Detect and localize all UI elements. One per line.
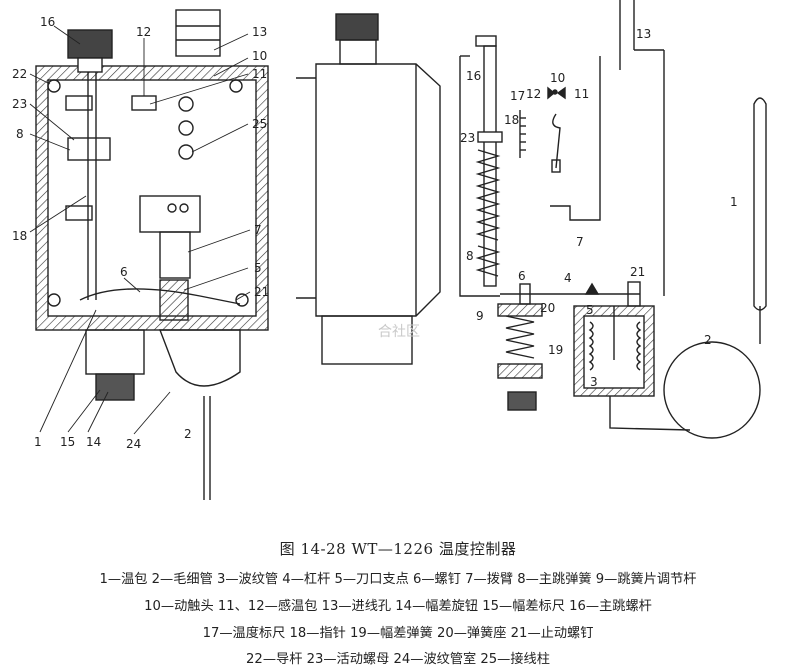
label-15: 15 — [60, 435, 75, 449]
legend-line-2: 10—动触头 11、12—感温包 13—进线孔 14—幅差旋钮 15—幅差标尺 … — [144, 599, 652, 614]
schematic-label-4: 4 — [564, 271, 572, 285]
schematic-label-7: 7 — [576, 235, 584, 249]
side-view — [296, 13, 441, 365]
label-2: 2 — [184, 427, 192, 441]
label-6: 6 — [120, 265, 128, 279]
schematic-label-19: 19 — [548, 343, 563, 357]
leader-lines — [29, 25, 251, 435]
schematic-label-6: 6 — [518, 269, 526, 283]
schematic-label-11: 11 — [574, 87, 589, 101]
label-21: 21 — [254, 285, 269, 299]
label-16: 16 — [40, 15, 55, 29]
label-14: 14 — [86, 435, 101, 449]
temperature-controller-diagram: 16 22 23 8 18 12 13 10 11 25 7 5 21 6 1 … — [12, 0, 767, 500]
label-10: 10 — [252, 49, 267, 63]
schematic-label-13: 13 — [636, 27, 651, 41]
label-22: 22 — [12, 67, 27, 81]
schematic-label-16: 16 — [466, 69, 481, 83]
label-1: 1 — [34, 435, 42, 449]
schematic-label-3: 3 — [590, 375, 598, 389]
part-labels: 16 22 23 8 18 12 13 10 11 25 7 5 21 6 1 … — [12, 15, 738, 451]
legend-line-1: 1—温包 2—毛细管 3—波纹管 4—杠杆 5—刀口支点 6—螺钉 7—拨臂 8… — [99, 572, 697, 587]
label-7: 7 — [254, 223, 262, 237]
label-18: 18 — [12, 229, 27, 243]
schematic-label-1: 1 — [730, 195, 738, 209]
label-13: 13 — [252, 25, 267, 39]
schematic-label-23: 23 — [460, 131, 475, 145]
legend-line-3: 17—温度标尺 18—指针 19—幅差弹簧 20—弹簧座 21—止动螺钉 — [202, 626, 594, 641]
schematic-label-8: 8 — [466, 249, 474, 263]
left-section-view — [35, 9, 269, 500]
schematic-label-17: 17 — [510, 89, 525, 103]
schematic-label-21: 21 — [630, 265, 645, 279]
label-11: 11 — [252, 67, 267, 81]
label-8: 8 — [16, 127, 24, 141]
legend-line-4: 22—导杆 23—活动螺母 24—波纹管室 25—接线柱 — [246, 652, 550, 667]
label-5: 5 — [254, 261, 262, 275]
schematic-label-2: 2 — [704, 333, 712, 347]
schematic-label-10: 10 — [550, 71, 565, 85]
label-25: 25 — [252, 117, 267, 131]
label-24: 24 — [126, 437, 141, 451]
figure-caption: 图 14-28 WT—1226 温度控制器 — [279, 540, 517, 558]
schematic-view — [459, 0, 767, 439]
schematic-label-5: 5 — [586, 303, 594, 317]
label-12: 12 — [136, 25, 151, 39]
label-23: 23 — [12, 97, 27, 111]
schematic-label-9: 9 — [476, 309, 484, 323]
schematic-label-12: 12 — [526, 87, 541, 101]
watermark: 合社区 — [378, 324, 420, 340]
schematic-label-20: 20 — [540, 301, 555, 315]
schematic-label-18: 18 — [504, 113, 519, 127]
